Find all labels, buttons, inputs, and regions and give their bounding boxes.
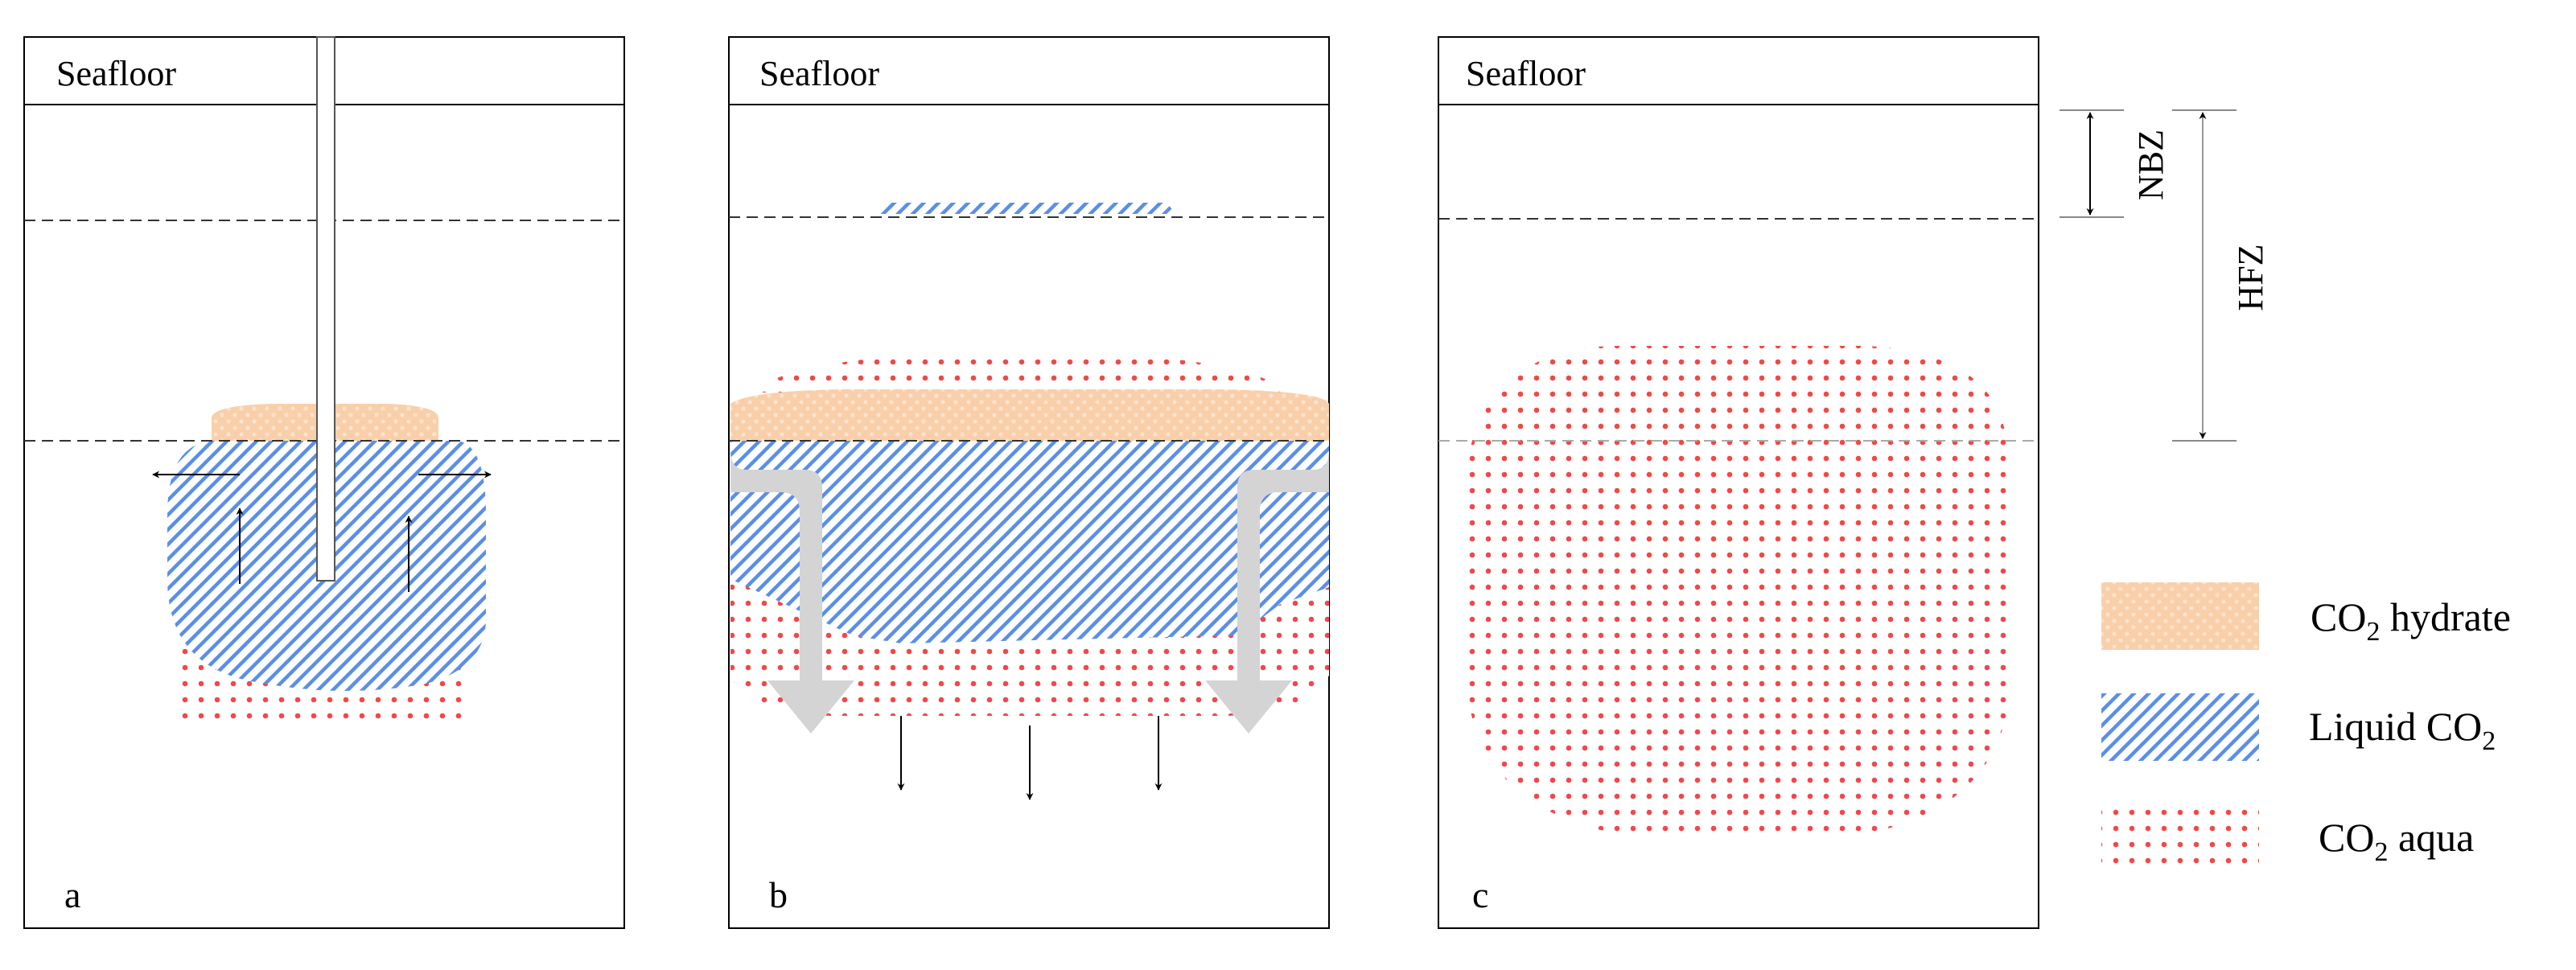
legend-swatch-aqua	[2101, 803, 2259, 870]
panel-b-co2-aqua-top	[752, 351, 1287, 393]
legend-label-hydrate: CO2 hydrate	[2311, 594, 2511, 647]
legend-swatch-hydrate	[2101, 582, 2259, 650]
panel-b-letter: b	[769, 874, 788, 915]
panel-a: Seafloor a	[23, 36, 625, 929]
panel-a-letter: a	[64, 874, 80, 915]
panel-c-letter: c	[1472, 874, 1488, 915]
panel-c-seafloor-label: Seafloor	[1466, 54, 1586, 93]
panel-b-liquid-co2	[730, 441, 1329, 643]
legend-swatch-liquid	[2101, 693, 2259, 761]
legend-label-liquid: Liquid CO2	[2309, 704, 2496, 756]
legend: CO2 hydrate Liquid CO2 CO2 aqua	[2101, 582, 2511, 870]
panel-a-seafloor-label: Seafloor	[56, 54, 176, 93]
panel-b: Seafloor b	[728, 36, 1330, 929]
hfz-label: HFZ	[2231, 244, 2270, 310]
panel-c-co2-aqua	[1466, 346, 2011, 836]
nbz-label: NBZ	[2131, 129, 2171, 200]
panel-b-co2-hydrate	[730, 389, 1329, 441]
panel-b-sinking-arrow-right	[1205, 450, 1329, 734]
zone-brackets: NBZ HFZ	[2060, 109, 2270, 442]
panel-b-seafloor-label: Seafloor	[759, 54, 879, 93]
panel-c: Seafloor c	[1438, 36, 2039, 929]
legend-label-aqua: CO2 aqua	[2319, 815, 2474, 867]
panel-a-injection-pipe	[316, 36, 335, 582]
panel-b-liquid-co2-thin-layer	[879, 203, 1176, 214]
panel-b-sinking-arrow-left	[730, 450, 854, 734]
